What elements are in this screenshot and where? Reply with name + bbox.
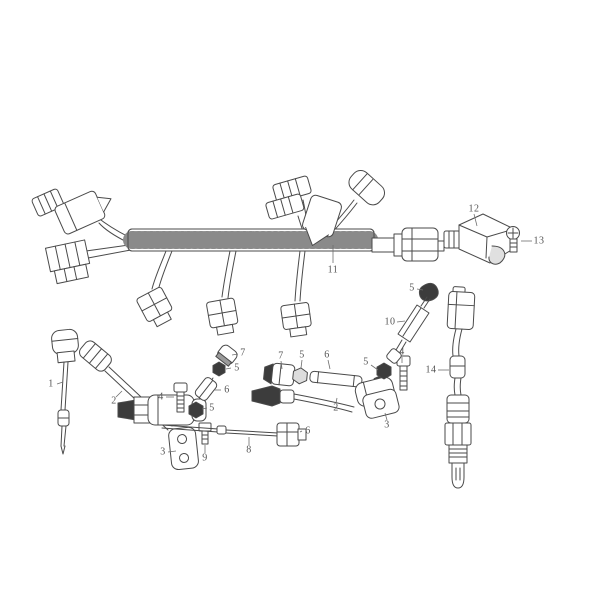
callout-label-8: 8: [246, 444, 252, 456]
bracket-3-left: [168, 426, 199, 471]
callout-label-5: 5: [234, 362, 240, 374]
bolt-4-right: [396, 355, 411, 391]
sensor-cable-part-14: [444, 286, 476, 489]
callout-label-11: 11: [327, 264, 339, 276]
callout-label-2: 2: [111, 395, 117, 407]
callout-label-5: 5: [363, 356, 369, 368]
callout-label-5: 5: [209, 402, 215, 414]
rod-part-8: [161, 424, 279, 437]
harness-right-end-connector: [371, 227, 445, 262]
nut-5-left-mid: [212, 361, 226, 377]
callout-label-9: 9: [202, 452, 208, 464]
callout-label-1: 1: [48, 378, 54, 390]
callout-label-3: 3: [384, 419, 390, 431]
cdi-unit-part-12: [443, 213, 515, 265]
callout-label-14: 14: [425, 364, 437, 376]
multipin-connector-left: [45, 239, 91, 285]
small-connector-upper-2: [265, 193, 305, 220]
screw-part-13: [506, 226, 520, 253]
spacer-6-left: [194, 377, 218, 401]
callout-label-3: 3: [160, 446, 166, 458]
block-6-bottom: [276, 422, 307, 447]
callout-label-10: 10: [384, 316, 396, 328]
coupler-upper-left: [54, 190, 112, 235]
branch-connector-1: [136, 286, 173, 328]
left-sensor-assembly: [117, 377, 214, 426]
bolt-4-left: [173, 382, 188, 413]
callout-label-4: 4: [399, 346, 405, 358]
cable-part-2-middle: [251, 385, 355, 413]
barrel-connector-upper-right: [348, 169, 386, 206]
callout-label-4: 4: [158, 391, 164, 403]
callout-label-2: 2: [333, 402, 339, 414]
callout-label-12: 12: [468, 203, 480, 215]
bracket-3-right: [362, 388, 400, 419]
nut-5-left: [188, 401, 204, 419]
probe-sensor-part-1: [51, 328, 79, 455]
branch-connector-3: [280, 302, 312, 338]
branch-connector-2: [206, 297, 239, 336]
callout-label-6: 6: [324, 349, 330, 361]
nut-5-right: [376, 362, 392, 380]
callout-label-5: 5: [299, 349, 305, 361]
plunger-part-10: [386, 282, 439, 364]
callout-label-5: 5: [409, 282, 415, 294]
cap-7-left: [215, 344, 238, 367]
callout-label-6: 6: [305, 425, 311, 437]
callout-label-7: 7: [278, 350, 284, 362]
callout-label-7: 7: [240, 347, 246, 359]
callout-label-13: 13: [533, 235, 545, 247]
relay-box-upper-middle: [302, 194, 342, 246]
callout-label-6: 6: [224, 384, 230, 396]
